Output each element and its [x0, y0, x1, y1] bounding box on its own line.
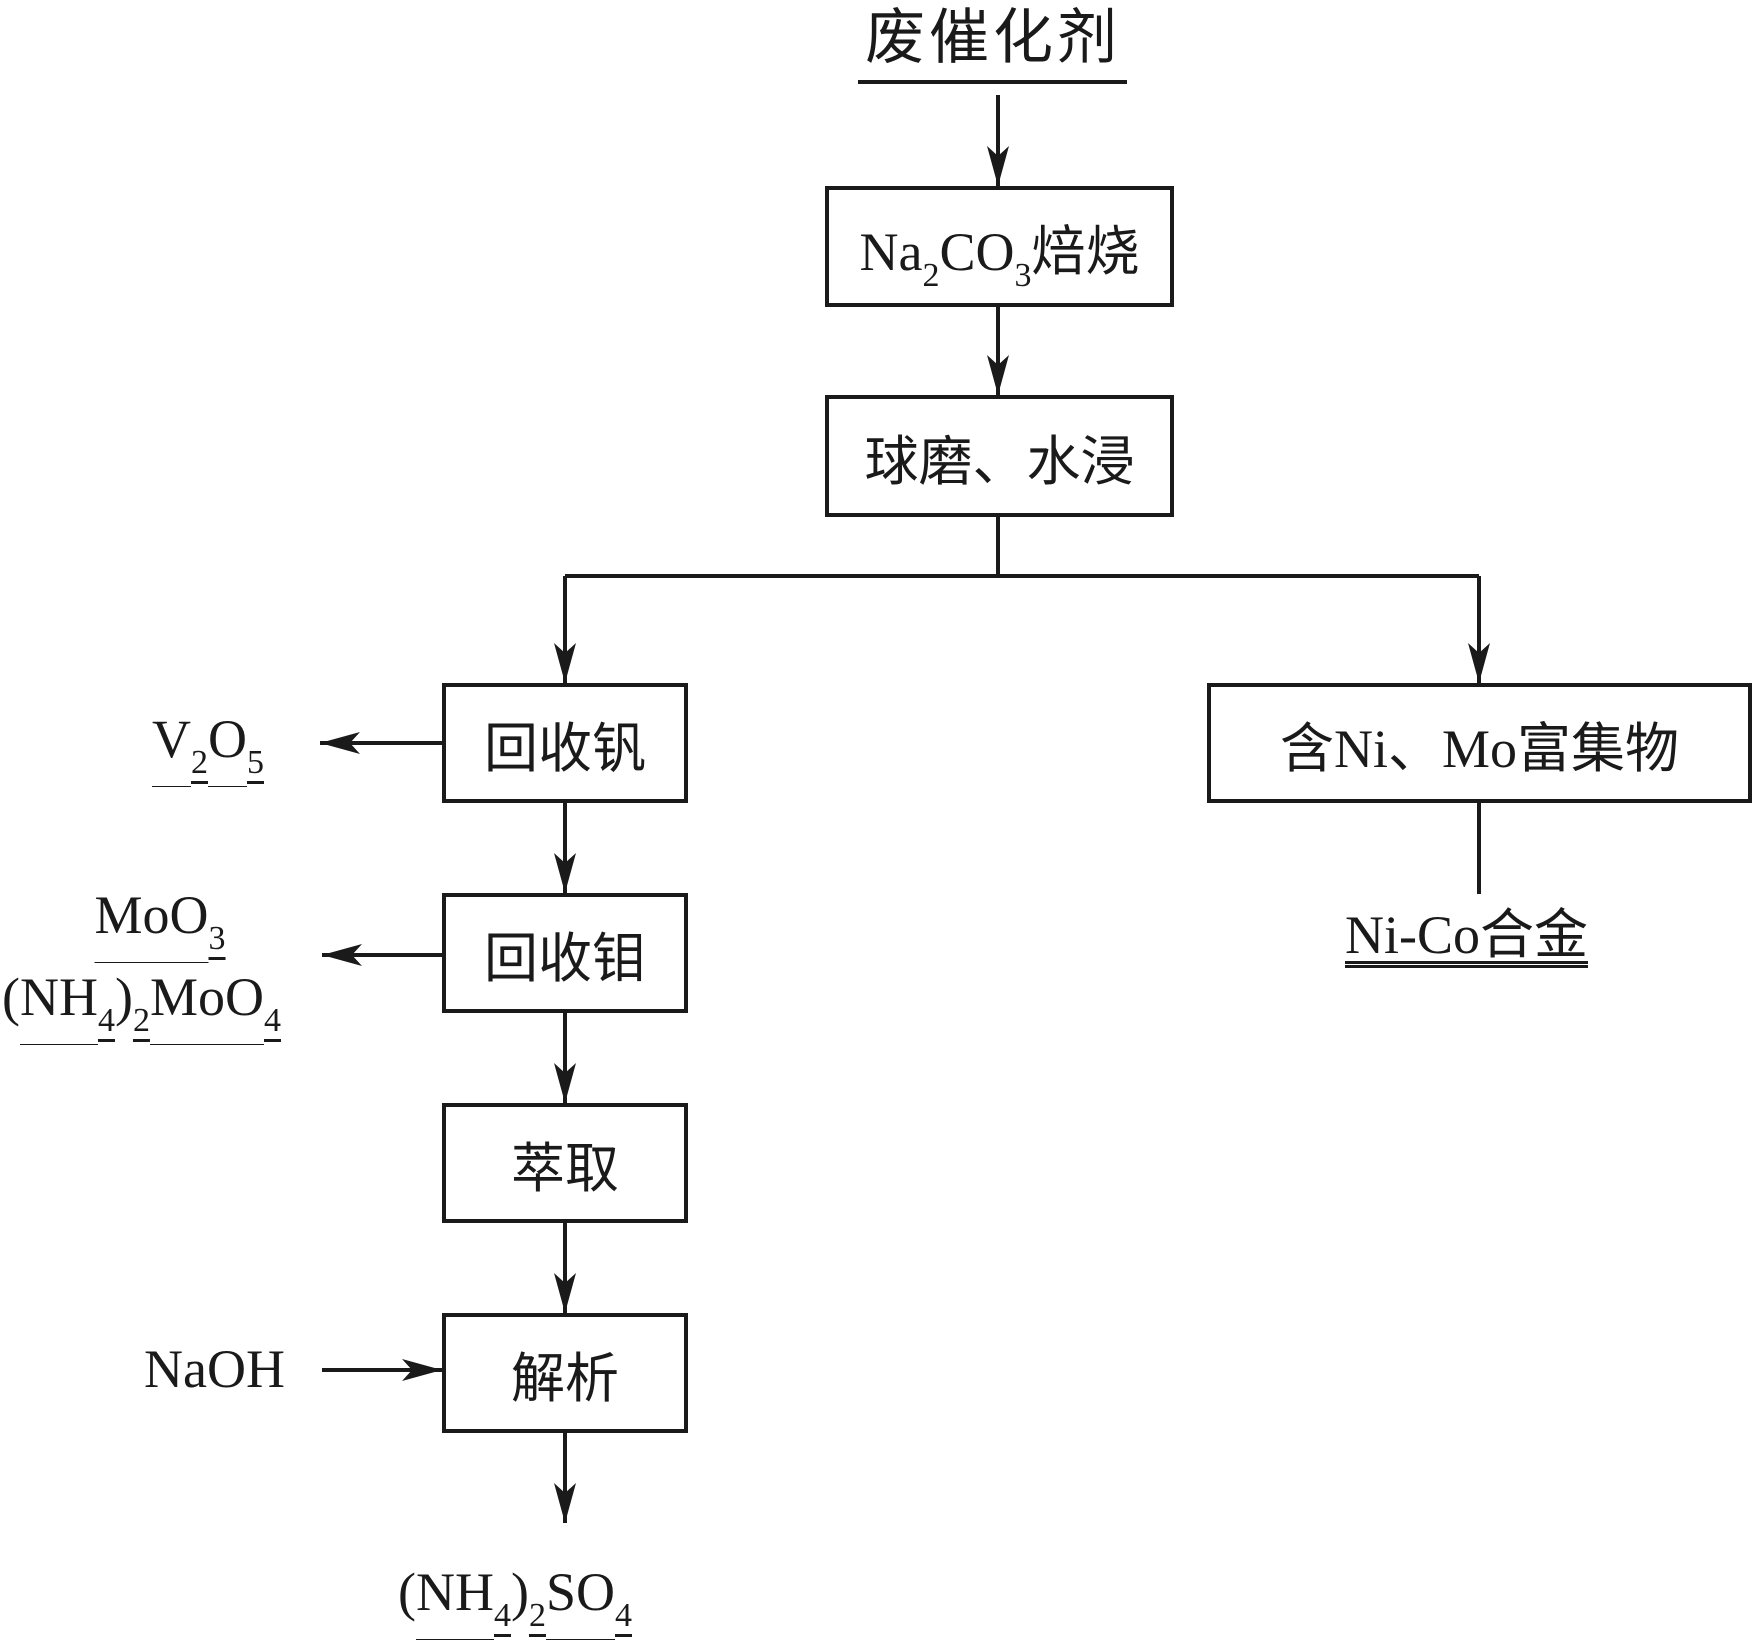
step-roast-box: Na2CO3焙烧 [825, 186, 1174, 307]
step-extraction-label: 萃取 [511, 1138, 619, 1199]
product-moo3: MoO3 [94, 885, 226, 956]
ammonium-sulfate-part: ) [510, 1562, 529, 1622]
step-stripping-label: 解析 [511, 1348, 619, 1409]
ammonium-sulfate-part: ( [398, 1562, 416, 1622]
ammonium-sulfate-part: 2 [528, 1597, 546, 1634]
product-ni-co-alloy: Ni-Co合金 [1345, 908, 1588, 962]
start-material-label: 废催化剂 [865, 5, 1121, 71]
ammonium-molybdate-part: 4 [97, 1002, 115, 1039]
ammonium-molybdate-part: NH [19, 967, 98, 1045]
roast-formula-part: Na [859, 222, 923, 282]
ammonium-sulfate-part: 4 [615, 1597, 632, 1634]
step-mill-leach-label: 球磨、水浸 [864, 431, 1135, 492]
product-v2o5: V2O5 [152, 709, 264, 780]
step-recover-vanadium-box: 回收钒 [442, 683, 688, 803]
step-ni-mo-concentrate-box: 含Ni、Mo富集物 [1207, 683, 1752, 803]
ammonium-molybdate-part: MoO [149, 967, 264, 1045]
v2o5-part: 2 [191, 744, 208, 781]
step-roast-label: Na2CO3焙烧 [859, 207, 1140, 294]
step-ni-mo-concentrate-label: 含Ni、Mo富集物 [1279, 718, 1679, 779]
input-naoh: NaOH [144, 1339, 285, 1399]
ammonium-molybdate-part: 4 [263, 1002, 281, 1039]
ammonium-molybdate-part: ) [114, 967, 133, 1027]
ammonium-sulfate-part: 4 [493, 1597, 511, 1634]
v2o5-part: V [152, 709, 191, 787]
roast-formula-part: 2 [922, 257, 940, 294]
roast-formula-part: CO [939, 222, 1015, 282]
ni-co-alloy-part: Ni-Co合金 [1345, 905, 1588, 965]
ammonium-sulfate-part: SO [545, 1562, 615, 1640]
ammonium-molybdate-part: ( [2, 967, 20, 1027]
step-stripping-box: 解析 [442, 1313, 688, 1433]
step-recover-molybdenum-box: 回收钼 [442, 893, 688, 1013]
product-ammonium-sulfate: (NH4)2SO4 [398, 1562, 632, 1633]
step-mill-leach-box: 球磨、水浸 [825, 395, 1174, 517]
ammonium-molybdate-part: 2 [132, 1002, 150, 1039]
roast-formula-part: 焙烧 [1031, 222, 1140, 282]
step-recover-vanadium-label: 回收钒 [484, 718, 646, 779]
step-extraction-box: 萃取 [442, 1103, 688, 1223]
step-recover-molybdenum-label: 回收钼 [484, 928, 646, 989]
moo3-part: 3 [208, 920, 226, 957]
v2o5-part: O [208, 709, 247, 787]
roast-formula-part: 3 [1014, 257, 1032, 294]
ammonium-sulfate-part: NH [415, 1562, 494, 1640]
moo3-part: MoO [94, 885, 209, 963]
product-ammonium-molybdate: (NH4)2MoO4 [2, 967, 281, 1038]
v2o5-part: 5 [247, 744, 264, 781]
